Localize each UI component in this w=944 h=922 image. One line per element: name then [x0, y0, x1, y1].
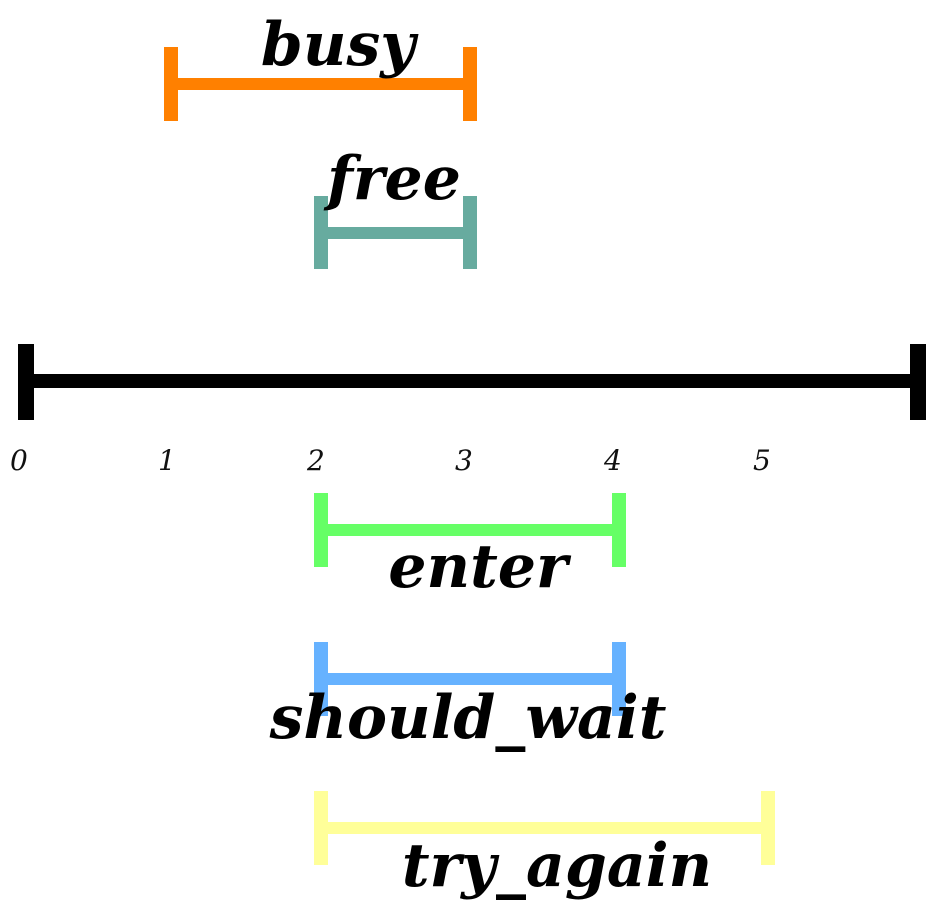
tick-label-2: 2: [306, 444, 325, 477]
tick-label-5: 5: [753, 444, 771, 477]
interval-should-wait-label: should_wait: [269, 683, 667, 753]
tick-label-1: 1: [158, 444, 176, 477]
interval-enter-label: enter: [388, 532, 572, 602]
tick-label-0: 0: [10, 444, 28, 477]
interval-busy-label: busy: [261, 10, 419, 80]
interval-try-again-label: try_again: [402, 831, 712, 901]
interval-should-wait: should_wait: [269, 642, 667, 753]
interval-busy: busy: [164, 10, 477, 121]
interval-enter: enter: [314, 493, 626, 602]
interval-try-again: try_again: [314, 791, 775, 901]
timeline-axis: [18, 344, 926, 420]
tick-labels: 0 1 2 3 4 5: [10, 444, 771, 477]
interval-free: free: [314, 144, 477, 269]
tick-label-3: 3: [455, 444, 473, 477]
interval-free-label: free: [323, 144, 461, 214]
tick-label-4: 4: [603, 444, 622, 477]
